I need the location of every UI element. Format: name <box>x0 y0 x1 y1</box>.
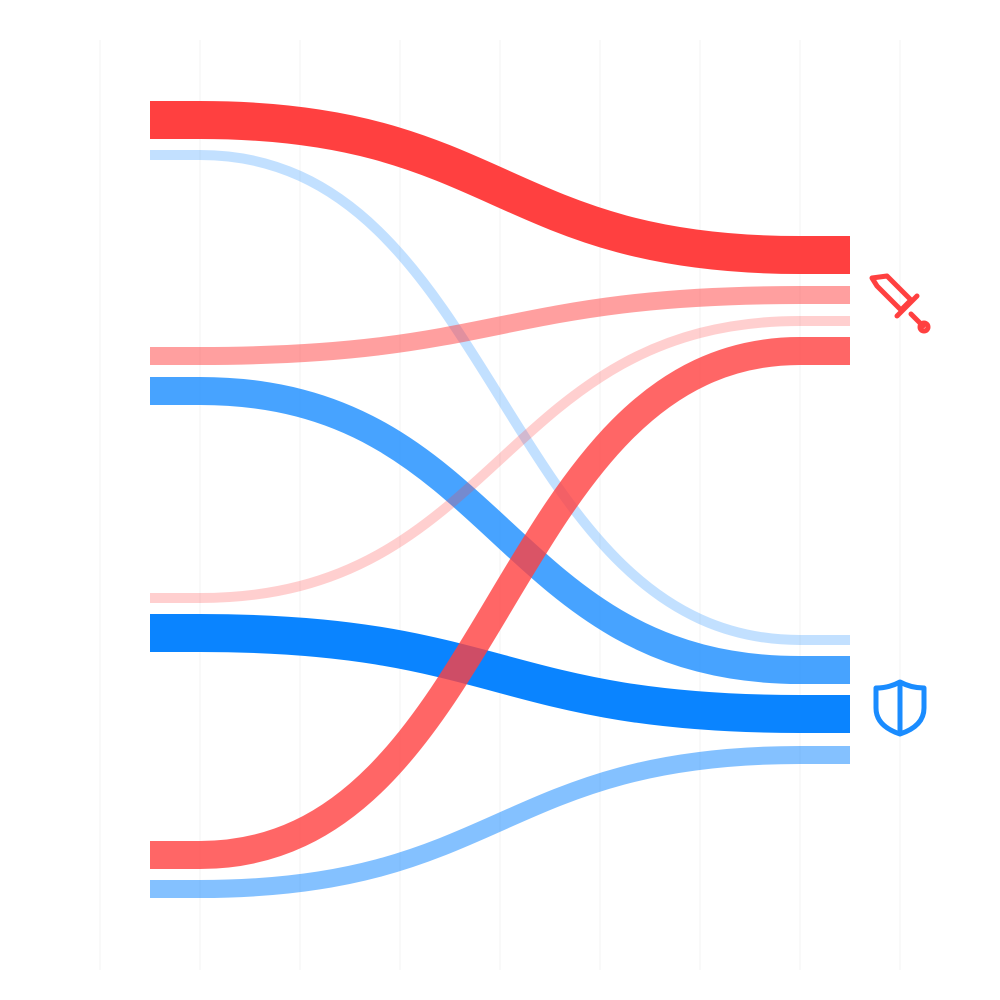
flow-band-blue-c <box>150 614 850 733</box>
flow-band-blue-d <box>150 746 850 898</box>
sword-icon <box>865 266 935 336</box>
flow-bands <box>150 101 850 898</box>
flow-band-blue-a <box>150 150 850 645</box>
shield-icon <box>865 670 935 740</box>
flow-band-red-d <box>150 337 850 869</box>
flow-band-blue-b <box>150 377 850 684</box>
flow-band-red-c <box>150 316 850 603</box>
flow-band-red-b <box>150 286 850 365</box>
flow-band-red-a <box>150 101 850 274</box>
